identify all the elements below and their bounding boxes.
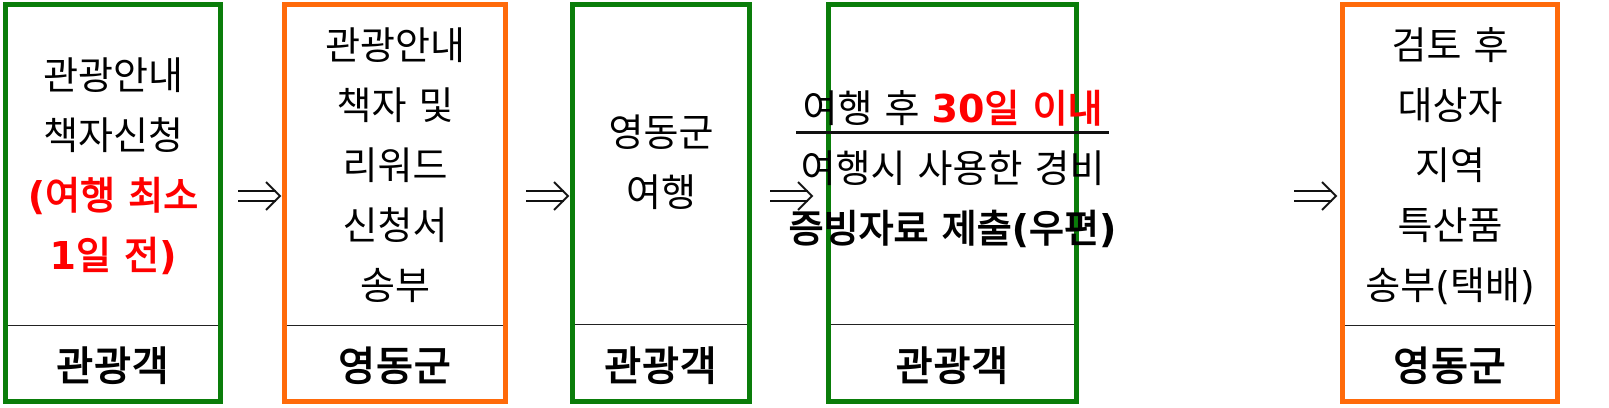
right-double-arrow-icon [770,181,814,211]
step-text-line: 여행시 사용한 경비 [800,147,1105,191]
step-box-tourist-apply: 관광안내 책자신청 (여행 최소 1일 전) 관광객 [3,2,223,404]
right-double-arrow-icon [1294,181,1338,211]
deadline-note: (여행 최소 [27,174,199,218]
step-text-line: 검토 후 [1391,24,1509,68]
actor-label: 관광객 [604,344,718,390]
underlined-deadline: 여행 후 30일 이내 [796,87,1109,134]
step-text-line: 책자신청 [43,114,183,158]
step-description: 관광안내 책자 및 리워드 신청서 송부 [287,7,503,326]
step-description: 검토 후 대상자 지역 특산품 송부(택배) [1345,7,1555,326]
step-box-county-ship-goods: 검토 후 대상자 지역 특산품 송부(택배) 영동군 [1340,2,1560,404]
step-text-line: 리워드 [342,144,448,188]
right-double-arrow-icon [526,181,570,211]
step-text-line: 특산품 [1397,204,1503,248]
step-description: 여행 후 30일 이내 여행시 사용한 경비 증빙자료 제출(우편) [789,7,1116,325]
step-box-tourist-submit-receipts: 여행 후 30일 이내 여행시 사용한 경비 증빙자료 제출(우편) 관광객 [789,2,1116,404]
step-box-tourist-travel: 영동군 여행 관광객 [570,2,752,404]
step-text-line: 영동군 [608,111,714,155]
actor-label: 영동군 [1393,344,1507,390]
right-double-arrow-icon [238,181,282,211]
deadline-highlight: 30일 이내 [931,87,1103,131]
step-text-line: 지역 [1415,144,1485,188]
step-text-line: 여행 [626,171,696,215]
step-description: 관광안내 책자신청 (여행 최소 1일 전) [8,7,218,326]
step-text-line: 관광안내 [43,54,183,98]
actor-label: 관광객 [56,344,170,390]
step-text-line: 신청서 [342,204,448,248]
step-text-line-bold: 증빙자료 제출(우편) [788,207,1117,251]
deadline-line: 여행 후 30일 이내 [796,79,1109,139]
step-box-county-send-guide: 관광안내 책자 및 리워드 신청서 송부 영동군 [282,2,508,404]
step-description: 영동군 여행 [575,7,747,325]
step-text-line: 송부 [360,264,430,308]
deadline-prefix: 여행 후 [802,87,932,131]
actor-label: 영동군 [338,344,452,390]
deadline-note: 1일 전) [49,234,177,278]
actor-label: 관광객 [895,344,1010,390]
step-text-line: 송부(택배) [1365,264,1535,308]
step-text-line: 책자 및 [336,84,454,128]
step-text-line: 관광안내 [325,24,465,68]
step-text-line: 대상자 [1397,84,1503,128]
